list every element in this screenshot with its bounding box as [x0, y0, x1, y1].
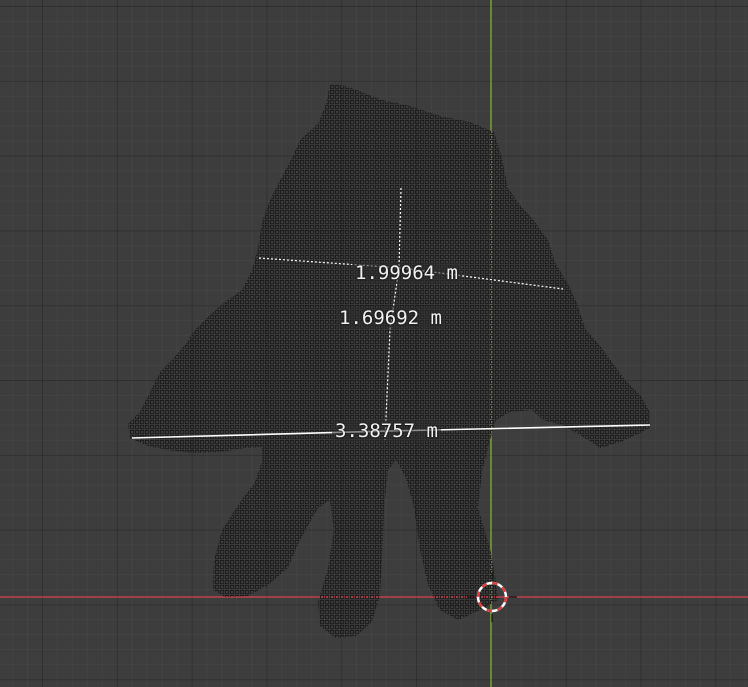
3d-cursor-icon[interactable] [467, 572, 517, 622]
measure-label-width-bottom: 3.38757 m [332, 420, 441, 442]
measure-label-width-top: 1.99964 m [352, 262, 461, 284]
measure-line-height [384, 187, 402, 441]
measure-label-height: 1.69692 m [336, 307, 445, 329]
